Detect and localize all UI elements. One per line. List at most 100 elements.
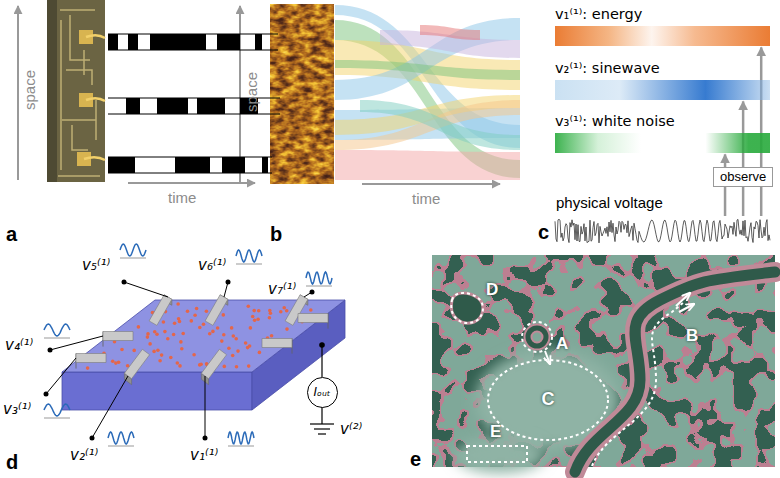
dopant-dot (152, 350, 156, 354)
generated-art (44, 5, 771, 446)
signal-name: v₂⁽¹⁾ (70, 446, 98, 464)
band-heading: v₃⁽¹⁾: white noise (555, 113, 770, 130)
icon-axis (236, 264, 262, 265)
dopant-dot (158, 359, 162, 363)
node-text: Iₒᵤₜ (314, 385, 331, 399)
current-meter-wiring (310, 343, 334, 434)
dopant-dot (192, 353, 196, 357)
dopant-dot (257, 309, 261, 313)
dopant-dot (160, 353, 164, 357)
dopant-dot (180, 347, 184, 351)
signal-band: v₁⁽¹⁾: energy (555, 6, 770, 46)
signal-band: v₃⁽¹⁾: white noise (555, 113, 770, 153)
dopant-dot (198, 326, 202, 330)
terminal-dot (90, 436, 95, 441)
region-outline: C (486, 358, 610, 442)
dopant-dot (166, 337, 170, 341)
process-box: observe (713, 167, 773, 187)
panel-letter: d (6, 450, 18, 474)
time-axis (362, 183, 500, 185)
dopant-dot (220, 339, 224, 343)
sine-icon (108, 432, 134, 444)
icon-axis (44, 418, 70, 419)
axis-label: space (21, 70, 39, 110)
observe-feed (724, 187, 727, 216)
terminal-dot (226, 280, 231, 285)
icon-axis (44, 338, 70, 339)
electrode (205, 295, 228, 326)
band-fill (555, 133, 770, 153)
dopant-dot (199, 362, 203, 366)
band-heading: v₂⁽¹⁾: sinewave (555, 60, 770, 77)
signal-name: v₁⁽¹⁾ (190, 446, 218, 464)
region-letter: B (686, 326, 698, 346)
dopant-dot (222, 333, 226, 337)
electrode (124, 349, 149, 378)
icon-axis (228, 446, 254, 447)
region-letter: D (486, 280, 498, 300)
dopant-dot (193, 314, 197, 318)
dopant-dot (176, 361, 180, 365)
material-block (62, 300, 345, 410)
bit-high (262, 157, 268, 173)
electrode (298, 314, 328, 323)
axis-label: time (168, 189, 196, 207)
pattern-image (432, 255, 775, 473)
terminal-dot (48, 348, 53, 353)
observe-feed (760, 187, 763, 216)
time-axis (128, 182, 255, 184)
signal-name: v₃⁽¹⁾ (3, 400, 31, 418)
icon-axis (306, 286, 332, 287)
region-letter: A (556, 334, 568, 354)
signal-name: v₆⁽¹⁾ (198, 256, 226, 274)
dopant-dot (111, 359, 115, 363)
dopant-dot (195, 307, 199, 311)
dashed-ellipse (488, 360, 608, 440)
dopant-dot (282, 306, 286, 310)
dopant-dot (178, 320, 182, 324)
flow-band (335, 60, 520, 80)
terminal-dot (44, 392, 49, 397)
dopant-dot (309, 308, 313, 312)
dopant-dot (258, 351, 262, 355)
dopant-dot (162, 320, 166, 324)
electrode (76, 354, 106, 363)
ammeter-circle: Iₒᵤₜ (307, 377, 338, 408)
dopant-dot (172, 333, 176, 337)
sine-icon (120, 244, 146, 256)
sine-icon (44, 324, 70, 336)
caption-label: physical voltage (556, 194, 663, 212)
sine-icon (228, 432, 254, 444)
input-wire (46, 358, 76, 394)
dopant-dot (132, 349, 136, 353)
input-wire (124, 282, 168, 297)
dopant-dot (222, 313, 226, 317)
panel-letter: c (538, 220, 549, 244)
dopant-dot (236, 349, 240, 353)
bit-high (126, 98, 140, 114)
region-letter: E (490, 422, 501, 442)
bit-high (128, 34, 138, 50)
space-axis (239, 6, 241, 182)
input-wire (205, 376, 206, 438)
signal-name: v₅⁽¹⁾ (82, 256, 110, 274)
panel-letter: b (270, 222, 282, 246)
signal-name: v⁽²⁾ (340, 420, 362, 438)
dopant-dot (176, 302, 180, 306)
terminal-dot (122, 280, 127, 285)
dopant-dot (247, 305, 251, 309)
panel-letter: e (410, 447, 421, 471)
bit-high (217, 34, 240, 50)
bit-high (108, 157, 135, 173)
dopant-dot (211, 330, 215, 334)
flow-band (335, 150, 520, 180)
dopant-dot (148, 342, 152, 346)
dopant-dot (156, 349, 160, 353)
flow-band (335, 18, 520, 100)
dopant-dot (227, 346, 231, 350)
icon-axis (108, 446, 134, 447)
dopant-dot (208, 332, 212, 336)
